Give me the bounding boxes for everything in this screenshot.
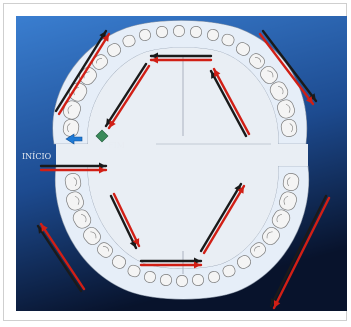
occlusal-gap	[56, 144, 308, 166]
tooth	[190, 26, 202, 38]
start-label: INÍCIO	[22, 152, 52, 161]
tooth	[192, 274, 204, 286]
end-label: FIM	[108, 141, 125, 150]
tooth	[160, 274, 172, 286]
diagram-panel: INÍCIO FIM	[16, 16, 347, 311]
tooth	[174, 26, 185, 37]
dental-arch-diagram: INÍCIO FIM	[16, 16, 347, 311]
tooth	[177, 276, 188, 287]
figure-frame: INÍCIO FIM	[3, 3, 347, 321]
tooth	[156, 26, 168, 38]
